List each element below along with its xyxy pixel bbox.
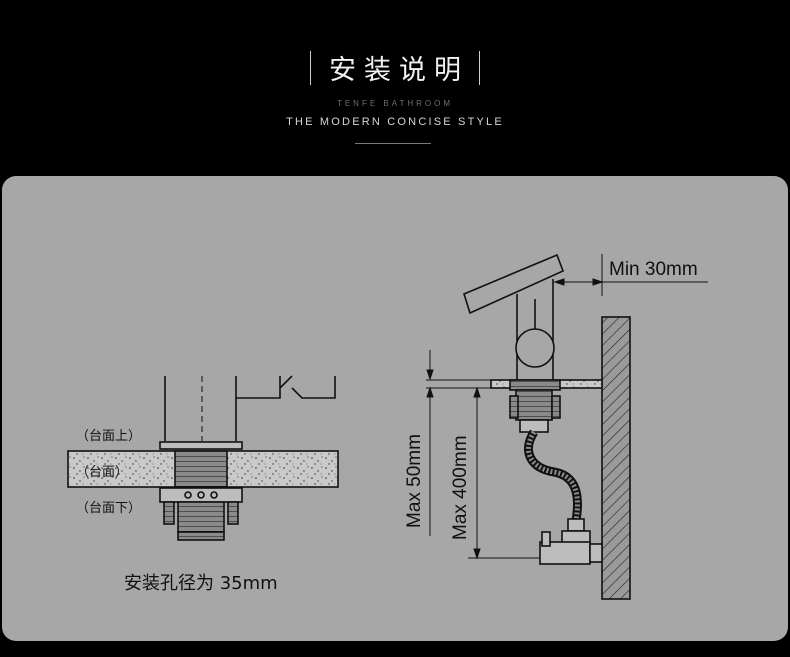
- right-install-detail: [463, 253, 631, 600]
- installation-panel: （台面上） （台面） （台面下） 安装孔径为 35mm Min 30mm Max…: [2, 176, 788, 641]
- max-50mm-label: Max 50mm: [404, 434, 425, 528]
- label-counter: （台面）: [76, 465, 129, 480]
- installation-diagram: [67, 253, 708, 600]
- mount-nut: [519, 419, 549, 433]
- title-right-bar: [479, 50, 480, 85]
- max400-arrow-bottom: [473, 548, 481, 560]
- min-dim-arrow-left: [553, 278, 565, 286]
- faucet-handle-knob: [515, 328, 555, 368]
- faucet-spout: [463, 253, 565, 315]
- title-left-bar: [310, 50, 311, 85]
- faucet-handle-outline: [236, 375, 336, 399]
- flexible-hose-braid: [526, 430, 580, 522]
- mount-bolt-right: [551, 395, 561, 419]
- label-below-counter: （台面下）: [76, 501, 142, 516]
- bottom-washer: [159, 487, 243, 503]
- washer-hole-3: [210, 491, 218, 499]
- tagline-subtitle: THE MODERN CONCISE STYLE: [286, 116, 504, 128]
- min-30mm-label: Min 30mm: [609, 259, 698, 280]
- lower-nut: [177, 531, 225, 541]
- mount-bolt-left: [509, 395, 519, 419]
- washer-hole-2: [197, 491, 205, 499]
- max50-arrow-top: [426, 369, 434, 381]
- wall-section: [601, 316, 631, 600]
- flexible-hose-outline: [524, 429, 582, 522]
- max50-arrow-bottom: [426, 386, 434, 398]
- washer-hole-1: [184, 491, 192, 499]
- lower-thread: [177, 501, 225, 533]
- brand-subtitle: TENFE BATHROOM: [336, 99, 454, 108]
- max-400mm-label: Max 400mm: [450, 435, 471, 540]
- left-install-detail: [67, 375, 339, 541]
- right-bolt: [227, 501, 239, 525]
- page-title: 安装说明: [0, 48, 790, 87]
- mount-flange: [509, 379, 561, 391]
- title-text: 安装说明: [329, 55, 469, 86]
- hole-diameter-caption: 安装孔径为 35mm: [124, 573, 278, 594]
- valve-handle: [541, 531, 551, 547]
- valve-wall-pipe: [589, 543, 603, 563]
- threaded-shank: [174, 450, 228, 488]
- min-dim-arrow-right: [592, 278, 604, 286]
- left-bolt: [163, 501, 175, 525]
- page-header: 安装说明 TENFE BATHROOM THE MODERN CONCISE S…: [0, 0, 790, 175]
- dimension-lines: [426, 254, 708, 560]
- header-divider: [355, 143, 431, 144]
- mount-thread: [515, 389, 553, 421]
- label-above-counter: （台面上）: [76, 429, 142, 444]
- valve-connector: [567, 518, 585, 532]
- top-flange: [159, 441, 243, 450]
- max400-arrow-top: [473, 386, 481, 398]
